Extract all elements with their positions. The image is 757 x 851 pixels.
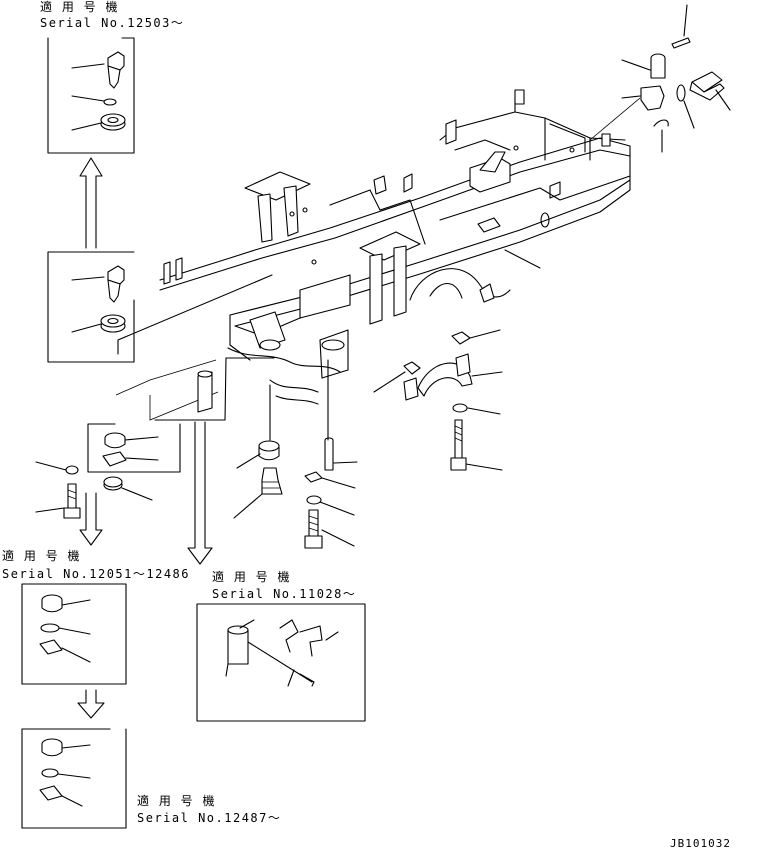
bracket-icon	[279, 619, 339, 657]
inset-box-left-lower	[87, 423, 181, 473]
inset-box-serial-12503	[47, 37, 135, 154]
cap-icon	[71, 51, 125, 89]
bolt-icon	[35, 483, 81, 519]
washer-icon	[41, 768, 91, 779]
serial-range-label-3: Serial No.11028～	[212, 587, 357, 601]
inset-box-current	[47, 251, 273, 363]
washer-icon	[306, 495, 355, 516]
cap-icon	[71, 265, 125, 303]
applicable-serial-heading-4: 適 用 号 機	[137, 794, 218, 808]
bracket-icon	[373, 361, 421, 393]
applicable-serial-heading-1: 適 用 号 機	[40, 0, 121, 14]
bolt-icon	[450, 419, 503, 471]
bracket-icon	[39, 785, 83, 807]
applicable-serial-heading-3: 適 用 号 機	[212, 570, 293, 584]
pin-icon	[324, 359, 358, 471]
pin-icon	[671, 4, 691, 49]
washer-icon	[452, 403, 501, 415]
inset-box-serial-12051-12486	[21, 583, 127, 685]
serial-range-label-1: Serial No.12503～	[40, 16, 185, 30]
bracket-icon	[102, 451, 159, 467]
washer-icon	[304, 471, 356, 489]
arrow-down-icon	[77, 689, 105, 719]
washer-icon	[676, 84, 695, 129]
clamp-icon	[403, 353, 503, 401]
pipe-icon	[197, 370, 213, 413]
spacer-icon	[71, 113, 126, 131]
bracket-icon	[621, 85, 665, 111]
applicable-serial-heading-2: 適 用 号 機	[2, 549, 83, 563]
arrow-down-icon	[187, 421, 213, 565]
main-frame	[159, 89, 631, 405]
spacer-icon	[103, 476, 153, 501]
bracket-icon	[39, 639, 91, 663]
inset-box-serial-11028	[196, 603, 366, 722]
clip-icon	[653, 119, 669, 153]
arrow-down-icon	[79, 492, 103, 546]
pipe-icon	[225, 619, 255, 677]
bolt-icon	[304, 509, 355, 549]
drawing-code: JB101032	[670, 837, 731, 850]
pin-icon	[621, 53, 666, 79]
inset-box-serial-12487	[21, 728, 127, 829]
washer-icon	[71, 95, 117, 106]
spacer-icon	[41, 738, 91, 757]
washer-icon	[35, 461, 79, 475]
spacer-icon	[41, 594, 91, 613]
bolt-icon	[689, 71, 731, 111]
spacer-icon	[236, 384, 280, 469]
serial-range-label-2: Serial No.12051～12486	[2, 567, 190, 581]
arrow-up-icon	[79, 157, 103, 249]
washer-icon	[451, 329, 501, 345]
serial-range-label-4: Serial No.12487～	[137, 811, 282, 825]
washer-icon	[40, 623, 91, 635]
spacer-icon	[71, 314, 126, 333]
spacer-icon	[104, 432, 159, 449]
rod-icon	[247, 641, 315, 687]
cap-icon	[233, 467, 283, 519]
